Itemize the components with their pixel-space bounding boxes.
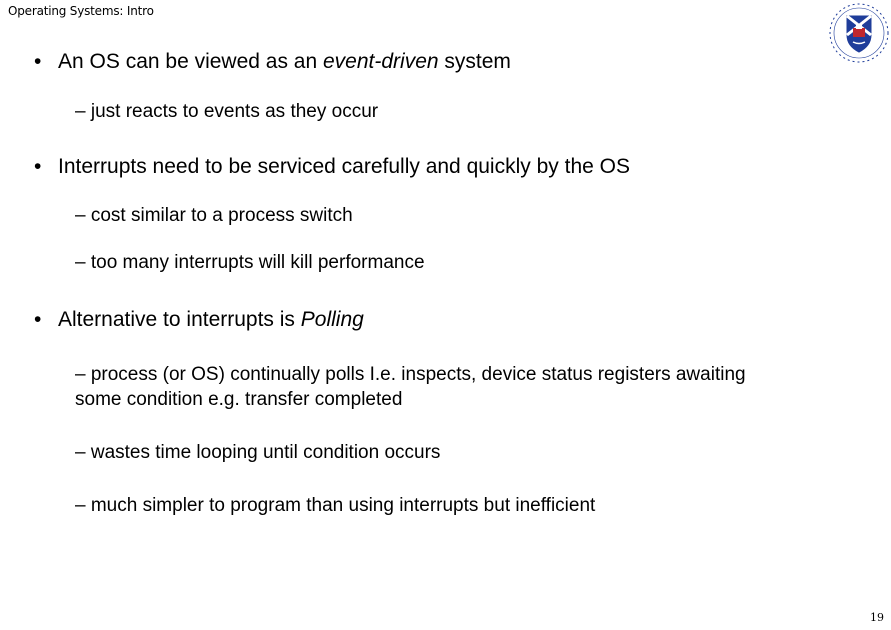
sub-item: – much simpler to program than using int…: [75, 495, 596, 516]
sub-item: – too many interrupts will kill performa…: [75, 252, 425, 273]
bullet-text: Alternative to interrupts is: [58, 308, 301, 331]
sub-item: – process (or OS) continually polls I.e.…: [75, 364, 746, 410]
bullet-marker: •: [34, 50, 42, 73]
bullet-text: An OS can be viewed as an: [58, 50, 323, 73]
bullet-emphasis: Polling: [300, 308, 364, 331]
bullet-text: Interrupts need to be serviced carefully…: [58, 155, 630, 178]
bullet-item-3: • Alternative to interrupts is Polling: [34, 307, 364, 333]
sub-item: – cost similar to a process switch: [75, 205, 353, 226]
university-crest-icon: [829, 3, 889, 63]
bullet-emphasis: event-driven: [323, 50, 439, 73]
page-number: 19: [870, 611, 884, 624]
bullet-item-2: • Interrupts need to be serviced carefull…: [34, 154, 630, 180]
bullet-marker: •: [34, 308, 42, 331]
sub-item: – just reacts to events as they occur: [75, 101, 379, 122]
bullet-item-1: •An OS can be viewed as an event-driven …: [34, 49, 511, 75]
bullet-marker: •: [34, 155, 42, 178]
sub-item: – wastes time looping until condition oc…: [75, 442, 441, 463]
bullet-text: system: [438, 50, 511, 73]
slide-header-title: Operating Systems: Intro: [8, 4, 154, 18]
